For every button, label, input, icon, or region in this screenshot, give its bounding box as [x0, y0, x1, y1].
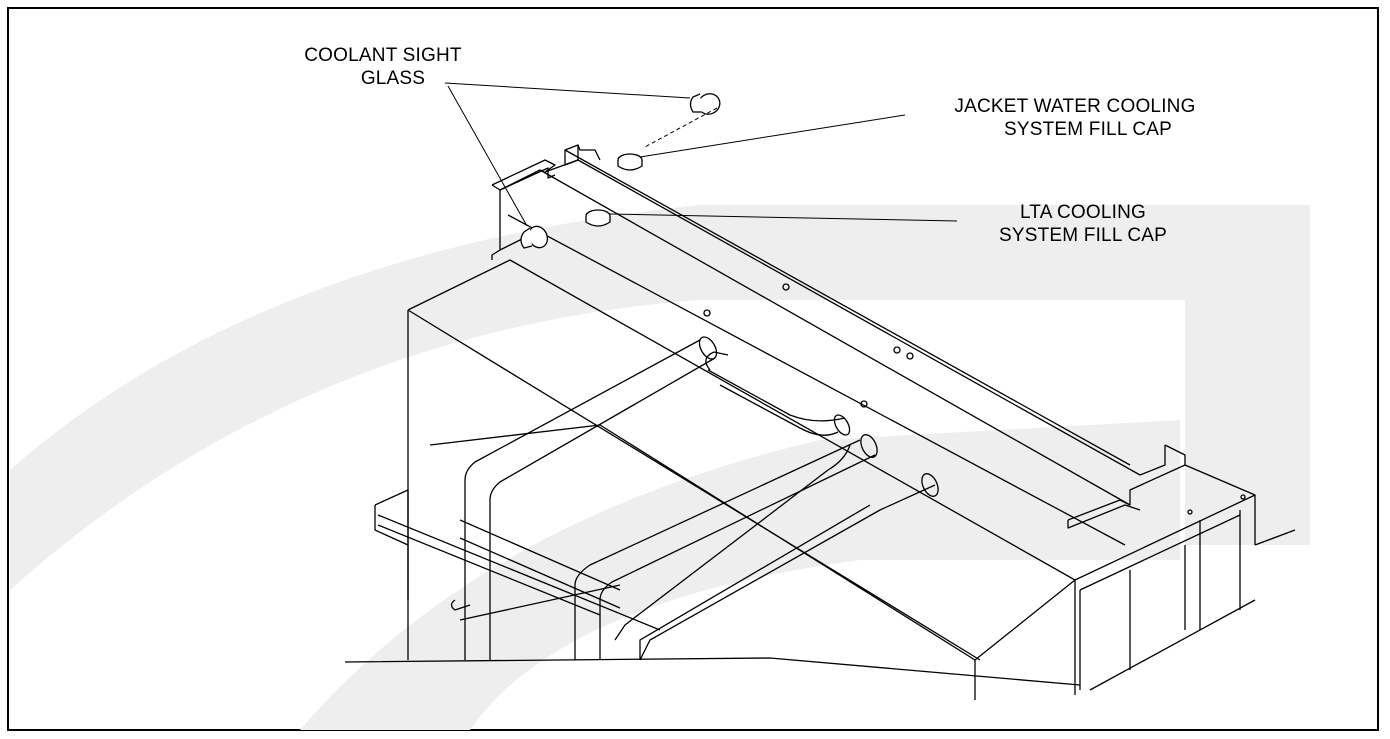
coolant-sight-glass-label: COOLANT SIGHT GLASS — [304, 45, 462, 89]
jacket-water-fill-cap-label: JACKET WATER COOLING SYSTEM FILL CAP — [954, 96, 1196, 140]
coolant-sight-glass-side — [520, 225, 549, 249]
jacket-water-fill-cap — [617, 153, 643, 171]
coolant-sight-glass-top — [689, 93, 721, 115]
radiator-body — [344, 144, 1296, 700]
lta-fill-cap — [585, 209, 611, 227]
watermark — [10, 205, 1310, 730]
leader-lines — [444, 82, 958, 227]
lta-fill-cap-label: LTA COOLING SYSTEM FILL CAP — [998, 202, 1168, 246]
